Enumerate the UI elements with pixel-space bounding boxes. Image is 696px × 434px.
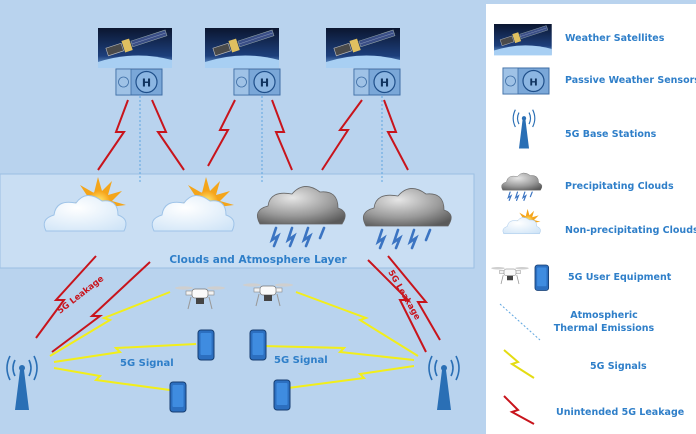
legend-label: Precipitating Clouds: [565, 181, 674, 192]
dotted-line-icon: [499, 303, 541, 341]
sensor-icon: [115, 68, 163, 96]
legend-label-line-1: Atmospheric: [570, 310, 638, 321]
legend-item-weather-satellites: Weather Satellites: [493, 22, 665, 56]
legend-item-base-stations: 5G Base Stations: [512, 109, 657, 150]
signal-bolts: [49, 291, 419, 391]
drone-2: [242, 282, 294, 307]
legend-label: 5G User Equipment: [568, 272, 672, 283]
drone-1: [174, 285, 226, 310]
sensor-icon: [233, 68, 281, 96]
signal-label-left: 5G Signal: [120, 358, 174, 369]
base-station-right: [428, 355, 460, 411]
phone-4: [273, 379, 291, 411]
satellite-icon: [493, 22, 553, 56]
legend: Weather Satellites H Passive Weather Sen…: [486, 4, 696, 434]
sensor-icon: [353, 68, 401, 96]
satellite-1: H: [97, 26, 173, 96]
sensor-letter: H: [260, 77, 269, 90]
phone-2: [249, 329, 267, 361]
sensor-letter: H: [142, 77, 151, 90]
sensor-letter: H: [529, 78, 537, 89]
phone-icon: [534, 264, 550, 291]
atmosphere-layer-label: Clouds and Atmosphere Layer: [169, 254, 347, 266]
legend-label: Weather Satellites: [565, 33, 665, 44]
passive-sensor-1: H: [115, 68, 163, 96]
legend-label: Unintended 5G Leakage: [556, 407, 684, 418]
legend-item-thermal-emissions: Atmospheric Thermal Emissions: [499, 303, 655, 341]
legend-item-unintended-leakage: Unintended 5G Leakage: [503, 395, 684, 425]
satellite-3: H: [325, 26, 401, 96]
legend-label: Non-precipitating Clouds: [565, 225, 696, 236]
passive-sensor-3: H: [353, 68, 401, 96]
satellite-icon: [97, 26, 173, 69]
thermal-emission-lines: [139, 96, 383, 184]
leakage-bolts-upper: [97, 99, 409, 171]
phone-1: [197, 329, 215, 361]
yellow-bolt-icon: [503, 349, 535, 379]
legend-item-non-precipitating-clouds: Non-precipitating Clouds: [502, 208, 696, 236]
legend-label: 5G Base Stations: [565, 129, 657, 140]
legend-item-5g-signals: 5G Signals: [503, 349, 647, 379]
phone-3: [169, 381, 187, 413]
base-station-left: [6, 355, 38, 411]
satellite-2: H: [204, 26, 281, 96]
satellite-icon: [325, 26, 401, 69]
legend-item-user-equipment: 5G User Equipment: [490, 264, 672, 291]
legend-label-line-2: Thermal Emissions: [554, 323, 655, 334]
signal-label-center: 5G Signal: [274, 355, 328, 366]
legend-item-passive-sensors: H Passive Weather Sensors: [502, 67, 696, 95]
red-bolt-icon: [503, 395, 535, 425]
sensor-icon: H: [502, 67, 550, 95]
satellite-icon: [204, 26, 280, 69]
sensor-letter: H: [380, 77, 389, 90]
legend-item-precipitating-clouds: Precipitating Clouds: [500, 172, 674, 201]
legend-label: Passive Weather Sensors: [565, 75, 696, 86]
legend-label: 5G Signals: [590, 361, 647, 372]
passive-sensor-2: H: [233, 68, 281, 96]
leakage-bolts-lower: [35, 255, 441, 353]
